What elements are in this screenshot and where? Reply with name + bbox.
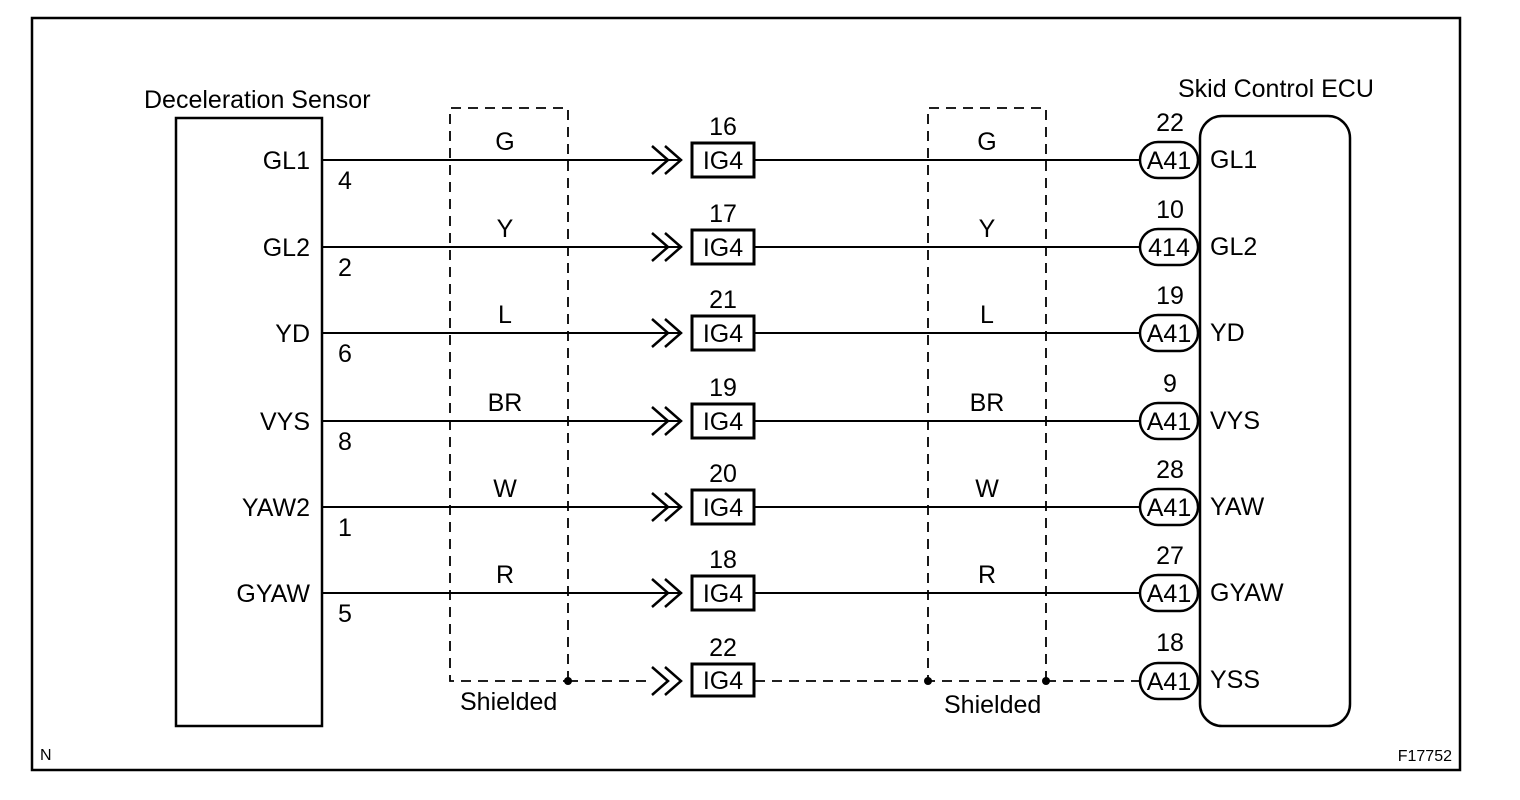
shield-label-left: Shielded [460, 688, 557, 716]
connector-arrow-icon [651, 145, 683, 175]
shield-ecu-terminal: YSS [1210, 666, 1260, 694]
ecu-connector-shape [1138, 487, 1200, 527]
wire-rows: GL14GIG416GA4122GL1GL22YIG417Y41410GL2YD… [236, 109, 1284, 628]
wire-color-right: R [978, 561, 996, 589]
junction-pin-number: 18 [709, 546, 737, 574]
junction-pin-number: 19 [709, 374, 737, 402]
connector-arrow-icon [651, 232, 683, 262]
ecu-box [1198, 114, 1352, 728]
wire-color-left: BR [488, 389, 523, 417]
wire-color-right: L [980, 301, 994, 329]
ecu-pin-number: 22 [1156, 109, 1184, 137]
wire-color-left: L [498, 301, 512, 329]
sensor-pin-number: 5 [338, 600, 352, 628]
shield-right [927, 107, 1047, 681]
ecu-terminal-label: YAW [1210, 493, 1265, 521]
junction-label: IG4 [703, 234, 743, 262]
ecu-connector-shape [1138, 140, 1200, 180]
shield-junction: IG4 22 [651, 634, 756, 698]
wire-color-left: Y [497, 215, 514, 243]
wire-color-left: R [496, 561, 514, 589]
sensor-terminal-label: YD [275, 320, 310, 348]
shield-junction-box [690, 662, 756, 698]
diagram-frame [30, 16, 1462, 772]
shield-node-mid [924, 677, 932, 685]
ecu-connector-shape [1138, 227, 1200, 267]
wire-color-right: BR [970, 389, 1005, 417]
ecu-terminal-label: GL2 [1210, 233, 1257, 261]
sensor-terminal-label: GL1 [263, 147, 310, 175]
corner-label: N [40, 747, 52, 764]
ecu-connector-shape [1138, 401, 1200, 441]
wire-color-right: Y [979, 215, 996, 243]
shield-junction-pin: 22 [709, 634, 737, 662]
shield-ecu-connector-shape [1138, 661, 1200, 701]
junction-pin-number: 17 [709, 200, 737, 228]
junction-pin-number: 21 [709, 286, 737, 314]
shield-ecu-connector-label: A41 [1147, 668, 1191, 696]
wire-color-right: W [975, 475, 999, 503]
sensor-title: Deceleration Sensor [144, 86, 371, 114]
junction-label: IG4 [703, 580, 743, 608]
ecu-terminal-label: GYAW [1210, 579, 1284, 607]
connector-arrow-icon [651, 492, 683, 522]
junction-label: IG4 [703, 147, 743, 175]
wire-color-left: G [495, 128, 514, 156]
shield-junction-label: IG4 [703, 667, 743, 695]
ecu-connector-shape [1138, 573, 1200, 613]
junction-label: IG4 [703, 408, 743, 436]
ecu-connector-shape [1138, 313, 1200, 353]
ecu-pin-number: 19 [1156, 282, 1184, 310]
sensor-terminal-label: GYAW [236, 580, 310, 608]
ecu-connector-label: A41 [1147, 147, 1191, 175]
sensor-pin-number: 6 [338, 340, 352, 368]
wire-color-left: W [493, 475, 517, 503]
ecu-connector-label: A41 [1147, 494, 1191, 522]
ecu-terminal-label: VYS [1210, 407, 1260, 435]
ecu-pin-number: 27 [1156, 542, 1184, 570]
shield-ecu-pin: 18 [1156, 629, 1184, 657]
figure-id: F17752 [1398, 748, 1452, 765]
junction-label: IG4 [703, 320, 743, 348]
shield-label-right: Shielded [944, 691, 1041, 719]
shield-left [449, 107, 569, 682]
shield-node-right [1042, 677, 1050, 685]
ecu-connector-label: A41 [1147, 408, 1191, 436]
wire-color-right: G [977, 128, 996, 156]
connector-arrow-icon [651, 318, 683, 348]
shield-ecu-connector: A41 18 YSS [1138, 629, 1260, 701]
connector-arrow-icon [651, 578, 683, 608]
ecu-terminal-label: GL1 [1210, 146, 1257, 174]
ecu-connector-label: A41 [1147, 580, 1191, 608]
junction-pin-number: 20 [709, 460, 737, 488]
sensor-pin-number: 4 [338, 167, 352, 195]
ecu-title: Skid Control ECU [1178, 75, 1374, 103]
sensor-pin-number: 1 [338, 514, 352, 542]
shield-node-left [564, 677, 572, 685]
sensor-pin-number: 2 [338, 254, 352, 282]
ecu-pin-number: 9 [1163, 370, 1177, 398]
shield-connector-arrow-icon [651, 666, 683, 696]
ecu-connector-label: 414 [1148, 234, 1190, 262]
sensor-terminal-label: GL2 [263, 234, 310, 262]
sensor-terminal-label: YAW2 [242, 494, 310, 522]
sensor-terminal-label: VYS [260, 408, 310, 436]
ecu-terminal-label: YD [1210, 319, 1245, 347]
connector-arrow-icon [651, 406, 683, 436]
ecu-pin-number: 10 [1156, 196, 1184, 224]
junction-pin-number: 16 [709, 113, 737, 141]
junction-label: IG4 [703, 494, 743, 522]
sensor-pin-number: 8 [338, 428, 352, 456]
ecu-connector-label: A41 [1147, 320, 1191, 348]
ecu-pin-number: 28 [1156, 456, 1184, 484]
